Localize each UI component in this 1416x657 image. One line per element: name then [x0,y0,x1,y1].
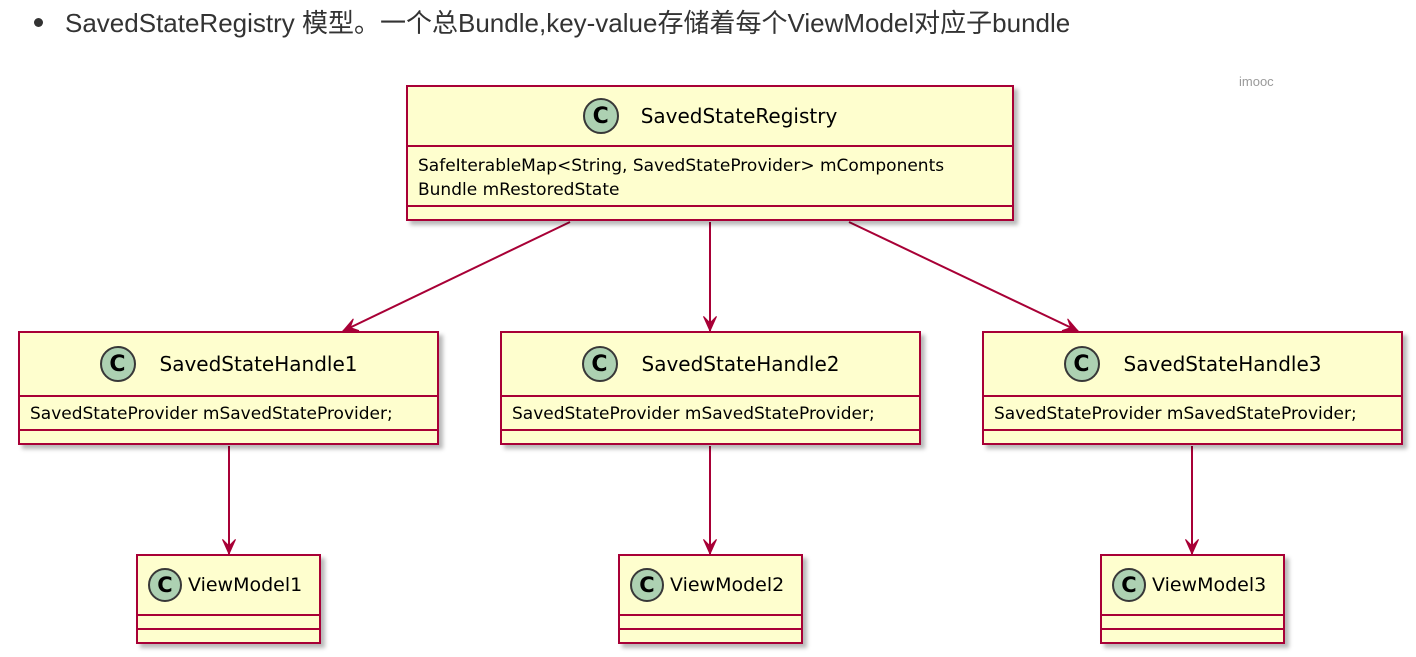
class-methods [502,429,919,443]
class-fields: SafeIterableMap<String, SavedStateProvid… [408,145,1012,205]
heading-bullet-item: SavedStateRegistry 模型。一个总Bundle,key-valu… [34,2,1070,40]
class-name: ViewModel2 [670,574,785,596]
class-view-model-1: C ViewModel1 [136,554,321,644]
class-saved-state-handle-3: C SavedStateHandle3 SavedStateProvider m… [982,331,1403,445]
arrowhead-icon [341,318,360,332]
class-c-icon: C [1063,346,1100,382]
class-header: C SavedStateRegistry [408,87,1012,145]
class-name: SavedStateHandle2 [641,352,840,376]
bullet-dot-icon [34,17,43,27]
heading-text: SavedStateRegistry 模型。一个总Bundle,key-valu… [65,7,1071,38]
watermark-text: imooc [1239,74,1274,89]
field-restored-state: Bundle mRestoredState [418,180,620,200]
class-saved-state-handle-1: C SavedStateHandle1 SavedStateProvider m… [18,331,439,445]
class-fields [138,614,319,628]
class-header: C ViewModel2 [620,556,801,614]
class-fields: SavedStateProvider mSavedStateProvider; [502,395,919,429]
class-c-icon: C [148,568,182,602]
class-name: SavedStateHandle3 [1123,352,1322,376]
class-header: C SavedStateHandle1 [20,333,437,395]
field-saved-state-provider: SavedStateProvider mSavedStateProvider; [30,404,393,424]
class-methods [1102,628,1283,642]
class-fields [620,614,801,628]
field-saved-state-provider: SavedStateProvider mSavedStateProvider; [994,404,1357,424]
class-methods [138,628,319,642]
class-fields: SavedStateProvider mSavedStateProvider; [20,395,437,429]
class-name: ViewModel3 [1152,574,1267,596]
class-view-model-3: C ViewModel3 [1100,554,1285,644]
class-c-icon: C [581,346,618,382]
class-methods [984,429,1401,443]
class-c-icon: C [1112,568,1146,602]
class-saved-state-handle-2: C SavedStateHandle2 SavedStateProvider m… [500,331,921,445]
class-view-model-2: C ViewModel2 [618,554,803,644]
class-name: ViewModel1 [188,574,303,596]
class-name: SavedStateHandle1 [159,352,358,376]
relation-line-registry-to-handle3 [848,221,1079,332]
arrowhead-icon [703,539,717,556]
class-saved-state-registry: C SavedStateRegistry SafeIterableMap<Str… [406,85,1014,221]
arrowhead-icon [1061,318,1080,332]
class-fields: SavedStateProvider mSavedStateProvider; [984,395,1401,429]
class-c-icon: C [99,346,136,382]
class-methods [620,628,801,642]
class-header: C SavedStateHandle2 [502,333,919,395]
class-name: SavedStateRegistry [640,104,838,128]
class-c-icon: C [582,98,619,134]
arrowhead-icon [222,539,236,556]
class-fields [1102,614,1283,628]
class-c-icon: C [630,568,664,602]
arrowhead-icon [1185,539,1199,556]
class-methods [20,429,437,443]
class-header: C SavedStateHandle3 [984,333,1401,395]
field-components: SafeIterableMap<String, SavedStateProvid… [418,156,945,176]
class-header: C ViewModel3 [1102,556,1283,614]
arrowhead-icon [703,316,717,333]
class-header: C ViewModel1 [138,556,319,614]
relation-line-registry-to-handle1 [342,221,571,332]
field-saved-state-provider: SavedStateProvider mSavedStateProvider; [512,404,875,424]
arrow-layer [222,221,1199,556]
class-methods [408,205,1012,219]
